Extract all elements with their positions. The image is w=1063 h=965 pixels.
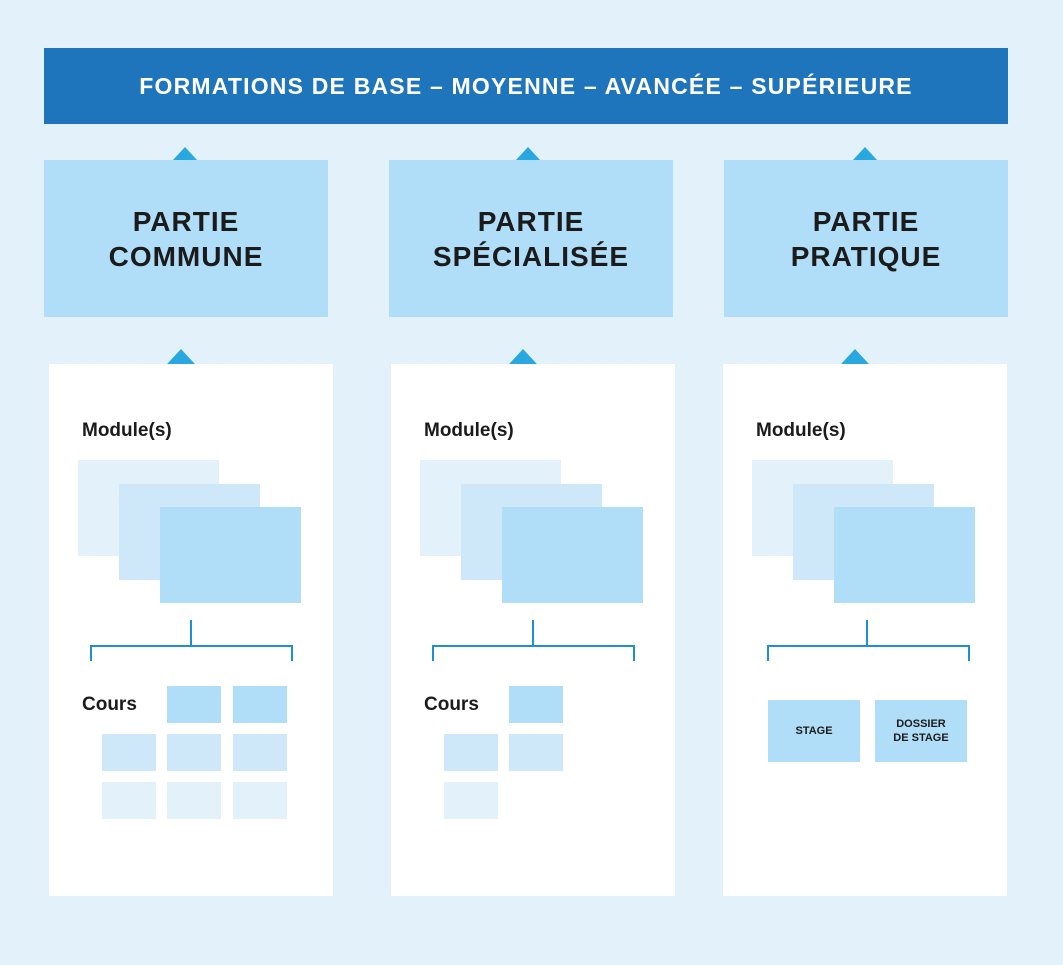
course-cell [167, 686, 221, 723]
course-cell [167, 782, 221, 819]
cours-label: Cours [82, 694, 137, 715]
course-cell [509, 686, 563, 723]
dossier-label-line1: DOSSIER [896, 718, 946, 730]
banner-title: FORMATIONS DE BASE – MOYENNE – AVANCÉE –… [139, 72, 913, 99]
modules-label: Module(s) [424, 420, 514, 441]
course-cell [167, 734, 221, 771]
cours-label: Cours [424, 694, 479, 715]
part-title-line1: PARTIE [132, 205, 240, 237]
part-title-line1: PARTIE [812, 205, 920, 237]
dossier-label-line2: DE STAGE [893, 732, 949, 744]
panel-specialisee: Module(s) Cours [391, 364, 675, 896]
course-cell [233, 734, 287, 771]
modules-label: Module(s) [82, 420, 172, 441]
course-cell [444, 734, 498, 771]
part-title-line2: COMMUNE [108, 240, 264, 272]
part-commune-box: PARTIE COMMUNE [44, 160, 328, 317]
part-title-line2: PRATIQUE [790, 240, 942, 272]
module-card [834, 507, 975, 603]
tree-connector [90, 620, 293, 661]
course-cell [233, 686, 287, 723]
part-title-line1: PARTIE [477, 205, 585, 237]
module-card [160, 507, 301, 603]
panel-commune: Module(s) Cours [49, 364, 333, 896]
part-title-line2: SPÉCIALISÉE [432, 240, 630, 272]
panel-pratique: Module(s) STAGE DOSSIER DE STAGE [723, 364, 1007, 896]
part-specialisee-box: PARTIE SPÉCIALISÉE [389, 160, 673, 317]
course-cell [233, 782, 287, 819]
tree-connector [767, 620, 970, 661]
formations-banner: FORMATIONS DE BASE – MOYENNE – AVANCÉE –… [44, 48, 1008, 124]
stage-box: STAGE [768, 700, 860, 762]
modules-label: Module(s) [756, 420, 846, 441]
course-cell [509, 734, 563, 771]
course-cell [102, 734, 156, 771]
dossier-de-stage-box: DOSSIER DE STAGE [875, 700, 967, 762]
stage-label: STAGE [795, 725, 833, 737]
course-cell [444, 782, 498, 819]
course-cell [102, 782, 156, 819]
module-card [502, 507, 643, 603]
part-pratique-box: PARTIE PRATIQUE [724, 160, 1008, 317]
tree-connector [432, 620, 635, 661]
